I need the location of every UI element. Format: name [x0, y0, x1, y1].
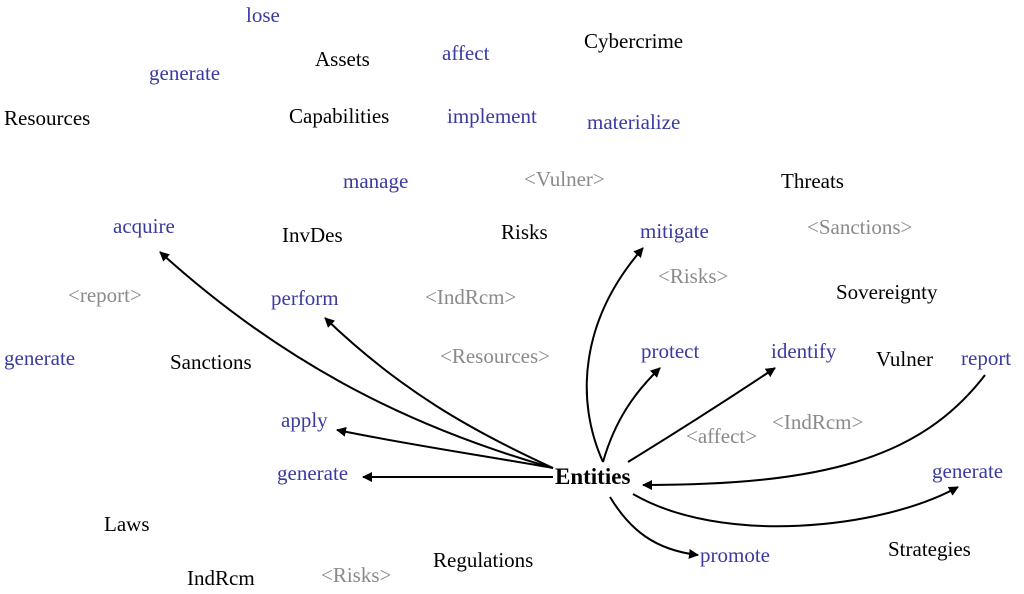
hub-entities: Entities — [555, 464, 631, 489]
word-implement: implement — [447, 104, 537, 128]
edge-to-acquire — [159, 251, 554, 469]
edge-to-promote — [609, 496, 699, 559]
word-resources: Resources — [4, 106, 91, 130]
word-affect: affect — [442, 41, 490, 65]
word-lose: lose — [246, 3, 280, 27]
word-risks: Risks — [501, 220, 548, 244]
word-invdes: InvDes — [282, 223, 343, 247]
word-assets: Assets — [315, 47, 370, 71]
word-generate-3: generate — [277, 461, 349, 485]
edge-to-mitigate — [585, 247, 644, 463]
word-materialize: materialize — [587, 110, 681, 134]
edge-to-apply — [336, 426, 554, 469]
word-meta-report: <report> — [68, 283, 142, 307]
word-protect: protect — [641, 339, 700, 363]
edge-to-generate-right — [632, 486, 959, 528]
word-generate-2: generate — [4, 346, 76, 370]
word-meta-sanctions: <Sanctions> — [807, 215, 913, 239]
word-perform: perform — [271, 286, 339, 310]
word-meta-risks-2: <Risks> — [321, 563, 392, 587]
word-laws: Laws — [104, 512, 150, 536]
word-sovereignty: Sovereignty — [836, 280, 938, 304]
word-promote: promote — [700, 543, 770, 567]
word-mitigate: mitigate — [640, 219, 709, 243]
word-meta-risks-1: <Risks> — [658, 264, 729, 288]
word-meta-indrcm-2: <IndRcm> — [772, 410, 864, 434]
word-meta-resources: <Resources> — [440, 344, 550, 368]
word-generate-4: generate — [932, 459, 1004, 483]
word-threats: Threats — [781, 169, 844, 193]
word-capabilities: Capabilities — [289, 104, 390, 128]
edge-to-perform — [324, 317, 554, 469]
edge-to-report — [642, 374, 986, 490]
word-meta-indrcm-1: <IndRcm> — [425, 285, 517, 309]
word-meta-vulner: <Vulner> — [524, 167, 605, 191]
word-cybercrime: Cybercrime — [584, 29, 684, 53]
edge-to-protect — [602, 367, 661, 463]
word-manage: manage — [343, 169, 409, 193]
word-report: report — [961, 346, 1012, 370]
word-strategies: Strategies — [888, 537, 971, 561]
word-meta-affect: <affect> — [686, 424, 758, 448]
word-indrcm: IndRcm — [187, 566, 255, 590]
word-vulner: Vulner — [876, 347, 934, 371]
word-apply: apply — [281, 408, 328, 432]
word-regulations: Regulations — [433, 548, 534, 572]
word-generate-1: generate — [149, 61, 221, 85]
edge-to-identify — [627, 367, 776, 463]
word-sanctions: Sanctions — [170, 350, 252, 374]
word-acquire: acquire — [113, 214, 175, 238]
word-identify: identify — [771, 339, 837, 363]
